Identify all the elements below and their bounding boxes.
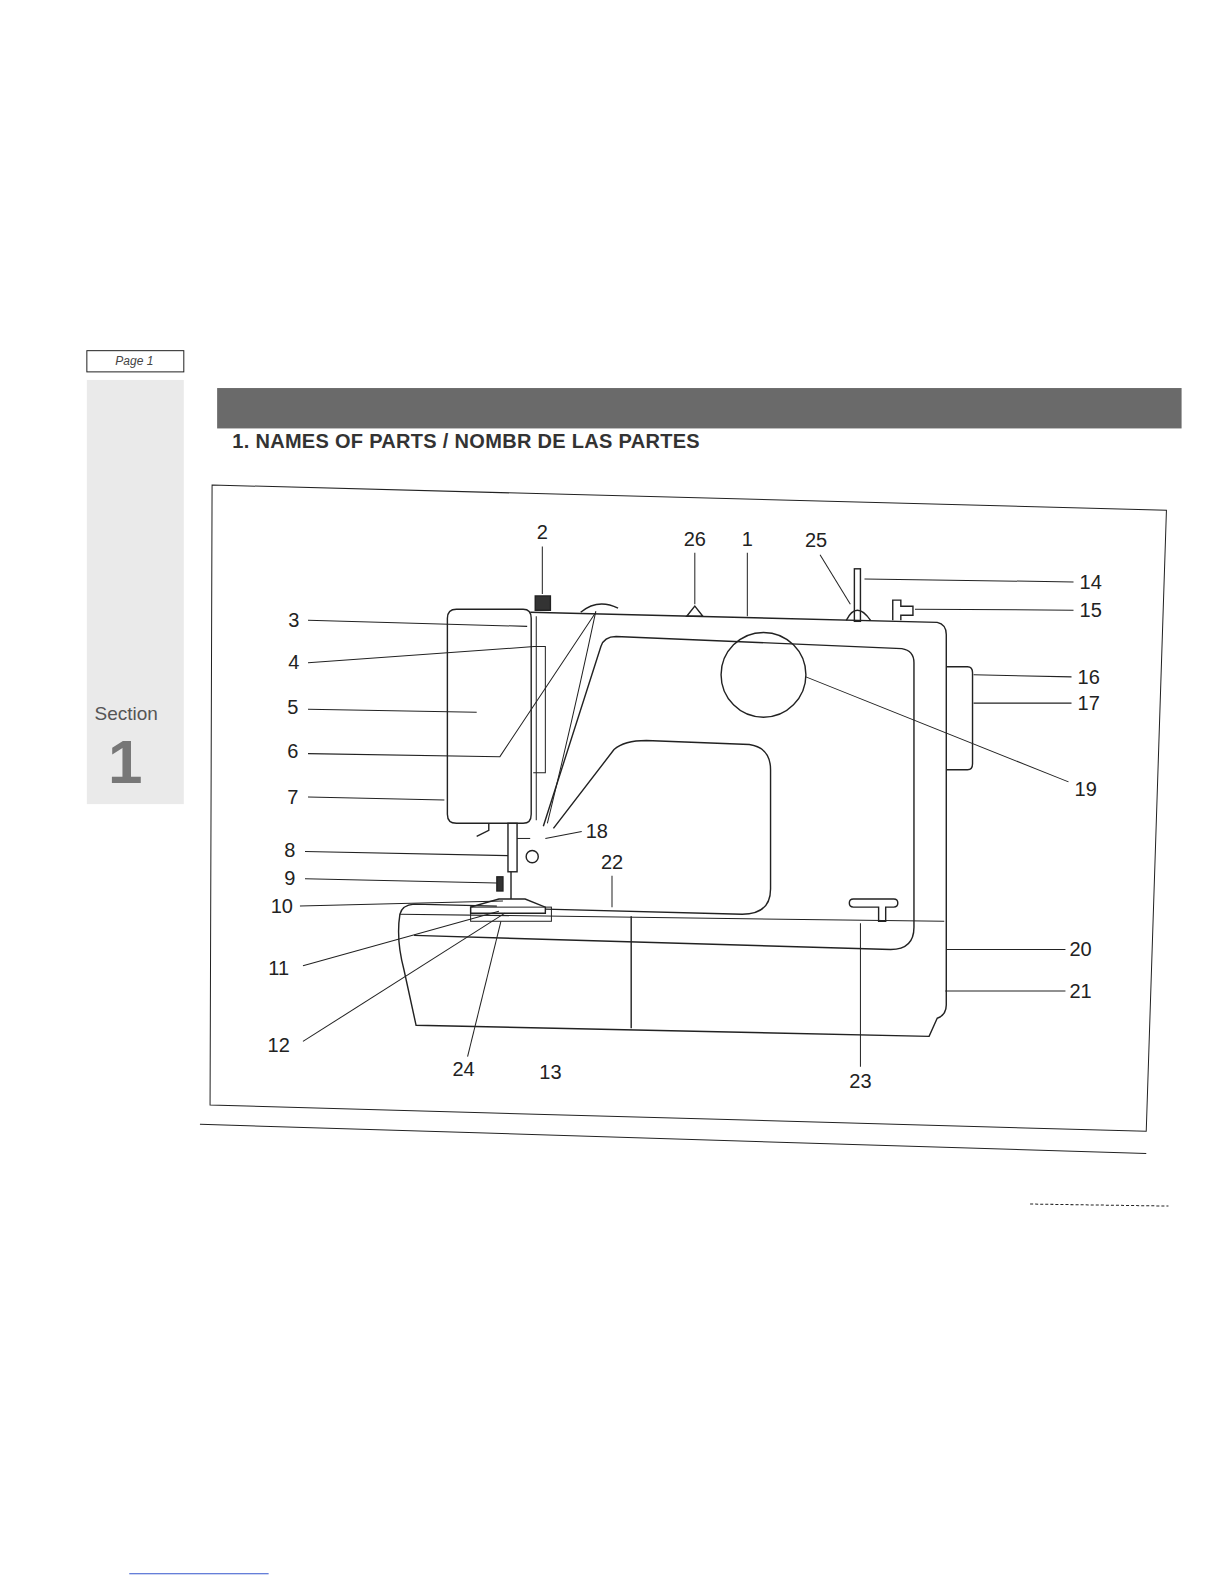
callout-number: 16 [1078, 667, 1100, 687]
header-band [217, 388, 1181, 428]
callout-number: 10 [271, 896, 293, 916]
sidebar-band [87, 380, 184, 804]
callout-number: 26 [684, 529, 706, 549]
front-panel [414, 636, 914, 949]
callout-number: 24 [452, 1059, 474, 1079]
frame [210, 485, 1166, 1131]
callout-number: 15 [1080, 600, 1102, 620]
callout-number: 14 [1080, 572, 1102, 592]
callout-number: 25 [805, 530, 827, 550]
callout-number: 21 [1069, 981, 1091, 1001]
machine-head [447, 609, 531, 823]
callout-number: 13 [539, 1062, 561, 1082]
callout-number: 9 [284, 868, 295, 888]
callout-number: 12 [268, 1035, 290, 1055]
callout-number: 23 [849, 1071, 871, 1091]
page-tab-label: Page 1 [115, 355, 153, 367]
callout-number: 11 [268, 958, 289, 978]
arm-opening [545, 740, 770, 914]
callout-number: 5 [287, 697, 298, 717]
callout-number: 18 [586, 821, 608, 841]
pattern-dial [721, 632, 806, 717]
reverse-lever [849, 899, 897, 921]
callout-number: 6 [287, 741, 298, 761]
callout-number: 20 [1069, 939, 1091, 959]
machine-body [399, 612, 947, 1036]
callout-number: 4 [288, 652, 299, 672]
callout-number: 22 [601, 852, 623, 872]
callout-number: 2 [537, 522, 548, 542]
callout-number: 17 [1078, 693, 1100, 713]
diagram-title: 1. NAMES OF PARTS / NOMBR DE LAS PARTES [232, 431, 700, 451]
section-number: 1 [108, 731, 142, 793]
leader-lines [300, 547, 1074, 1067]
callout-number: 19 [1075, 779, 1097, 799]
callout-number: 7 [287, 787, 298, 807]
spool-pin [854, 569, 860, 622]
handwheel [946, 667, 972, 770]
callout-number: 3 [288, 610, 299, 630]
callout-number: 1 [742, 529, 753, 549]
page-tab [87, 351, 184, 372]
section-label: Section [95, 703, 158, 722]
callout-number: 8 [284, 840, 295, 860]
